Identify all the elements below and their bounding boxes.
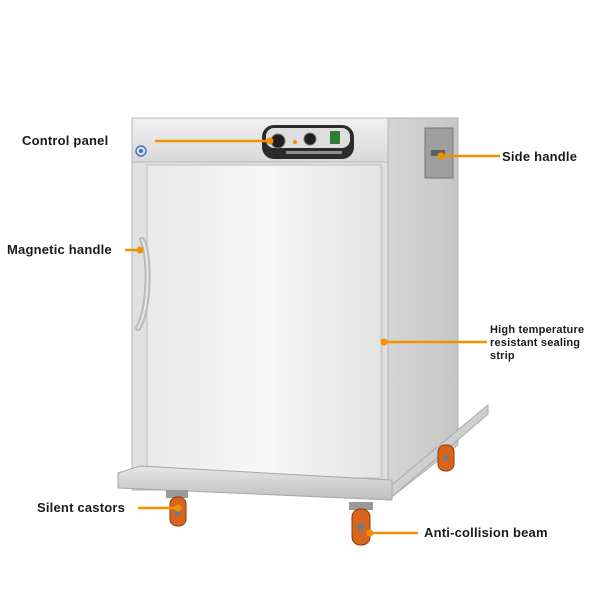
label-silent-castors: Silent castors: [37, 500, 126, 515]
label-anti-collision-beam: Anti-collision beam: [424, 525, 548, 540]
control-panel-labels: [286, 151, 342, 154]
cabinet: [117, 117, 489, 502]
label-sealing-strip-line1: High temperature: [490, 324, 585, 336]
brand-logo: [135, 145, 147, 157]
label-sealing-strip: High temperature resistant sealing strip: [490, 324, 600, 363]
label-control-panel: Control panel: [22, 133, 109, 148]
side-handle: [424, 127, 454, 179]
callout-dot-silent-castors: [174, 504, 182, 512]
indicator-light: [293, 140, 297, 144]
callout-dot-magnetic-handle: [136, 246, 144, 254]
callout-dot-anti-collision-beam: [366, 529, 374, 537]
callout-lines: [125, 137, 500, 537]
label-side-handle: Side handle: [502, 149, 578, 164]
label-magnetic-handle: Magnetic handle: [7, 242, 112, 257]
callout-dot-side-handle: [437, 152, 445, 160]
callout-dot-control-panel: [266, 137, 274, 145]
cabinet-door: [146, 164, 382, 479]
power-switch: [330, 131, 340, 144]
timer-knob: [303, 132, 317, 146]
control-panel: [262, 125, 354, 159]
rear-castor: [437, 444, 455, 472]
cabinet-base: [117, 465, 393, 501]
label-sealing-strip-line3: strip: [490, 350, 515, 362]
callout-dot-sealing-strip: [380, 338, 388, 346]
front-right-castor: [349, 502, 373, 546]
side-handle-bar: [431, 150, 445, 156]
magnetic-handle: [135, 237, 151, 331]
label-sealing-strip-line2: resistant sealing: [490, 337, 581, 349]
